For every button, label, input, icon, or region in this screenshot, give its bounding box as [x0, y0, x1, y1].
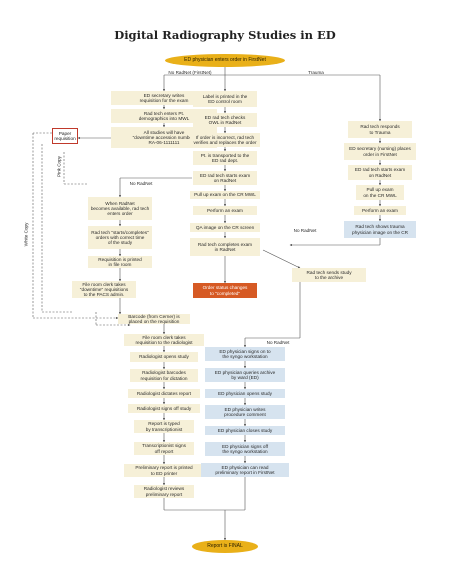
- start-oval: ED physician enters order in FirstNet: [165, 54, 285, 67]
- node-perform-exam: Perform an exam: [193, 206, 257, 215]
- label-no-radnet-firstnet: No RadNet (FirstNet): [168, 70, 212, 75]
- node-radiologist-dictates: Radiologist dictates report: [128, 389, 200, 398]
- node-ed-signs-off: ED physician signs off the syngo worksta…: [205, 442, 285, 456]
- node-ed-queries-archive: ED physician queries archive by ward (ED…: [205, 368, 285, 382]
- node-pull-up-mwl: Pull up exam on the CR MWL: [190, 191, 260, 199]
- node-transcriptionist-signs: Transcriptionist signs off report: [134, 442, 194, 455]
- label-no-radnet-1: No RadNet: [129, 181, 153, 186]
- node-file-clerk-downtime: File room clerk takes "downtime" requisi…: [72, 281, 136, 298]
- diagram-title: Digital Radiography Studies in ED: [114, 28, 336, 42]
- node-starts-exam: ED rad tech starts exam on RadNet: [193, 171, 257, 185]
- node-ed-reads-prelim: ED physician can read preliminary report…: [201, 463, 289, 477]
- node-shows-trauma: Rad tech shows trauma physician image on…: [344, 221, 416, 238]
- node-radiologist-barcodes: Radiologist barcodes requisition for dic…: [130, 369, 198, 382]
- label-white-copy: White Copy: [23, 222, 29, 247]
- node-ed-closes-study: ED physician closes study: [205, 426, 285, 435]
- node-completes-exam: Rad tech completes exam in RadNet: [190, 238, 260, 256]
- node-report-typed: Report is typed by transcriptionist: [134, 420, 194, 433]
- node-starts-exam-radnet: ED rad tech starts exam on RadNet: [348, 165, 412, 180]
- node-prelim-printed: Preliminary report is printed to ED prin…: [124, 464, 204, 477]
- node-radnet-available: When RadNet becomes available, rad tech …: [88, 197, 152, 220]
- node-rad-tech-enters: Rad tech enters Pt. demographics into MW…: [111, 109, 217, 123]
- label-trauma: Trauma: [308, 70, 324, 75]
- label-pink-copy: Pink Copy: [56, 156, 62, 177]
- node-barcode-placed: Barcode (from Cerner) is placed on the r…: [118, 314, 190, 324]
- node-status-changes: Order status changes to "completed": [193, 283, 257, 298]
- node-order-incorrect: If order is incorrect, rad tech verifies…: [190, 133, 260, 147]
- node-pt-transported: Pt. is transported to the ED rad dept.: [193, 151, 257, 165]
- node-ed-signs-on: ED physician signs on to the syngo works…: [205, 347, 285, 361]
- node-label-printed: Label is printed in the ED control room: [193, 91, 257, 107]
- label-no-radnet-2: No RadNet: [293, 228, 317, 233]
- node-sends-archive: Rad tech sends study to the archive: [292, 268, 366, 282]
- node-perform-exam-trauma: Perform an exam: [354, 206, 406, 215]
- node-clerk-takes: File room clerk takes requisition to the…: [124, 334, 204, 346]
- node-secretary-writes: ED secretary writes requisition for the …: [111, 91, 217, 105]
- node-radiologist-signs-off: Radiologist signs off study: [128, 404, 200, 413]
- node-checks-owl: ED rad tech checks OWL in RadNet: [193, 113, 257, 127]
- end-oval: Report is FINAL: [192, 540, 258, 553]
- node-req-printed: Requisition is printed in file room: [88, 256, 152, 268]
- node-ed-opens-study: ED physician opens study: [205, 389, 285, 398]
- label-no-radnet-3: No RadNet: [266, 340, 290, 345]
- node-radiologist-opens: Radiologist opens study: [130, 352, 198, 362]
- node-qa-image: QA image on the CR screen: [190, 223, 260, 232]
- node-responds-trauma: Rad tech responds to Trauma: [348, 121, 412, 138]
- node-pull-up-cr: Pull up exam on the CR MWL: [356, 185, 404, 200]
- node-radiologist-reviews: Radiologist reviews preliminary report: [134, 485, 194, 498]
- node-secretary-places: ED secretary (nursing) places order in F…: [344, 143, 416, 160]
- node-paper-requisition: Paper requisition: [52, 128, 78, 144]
- node-ed-writes-comment: ED physician writes procedure comment: [205, 405, 285, 419]
- node-starts-completes: Rad tech "starts/completes" orders with …: [88, 226, 152, 249]
